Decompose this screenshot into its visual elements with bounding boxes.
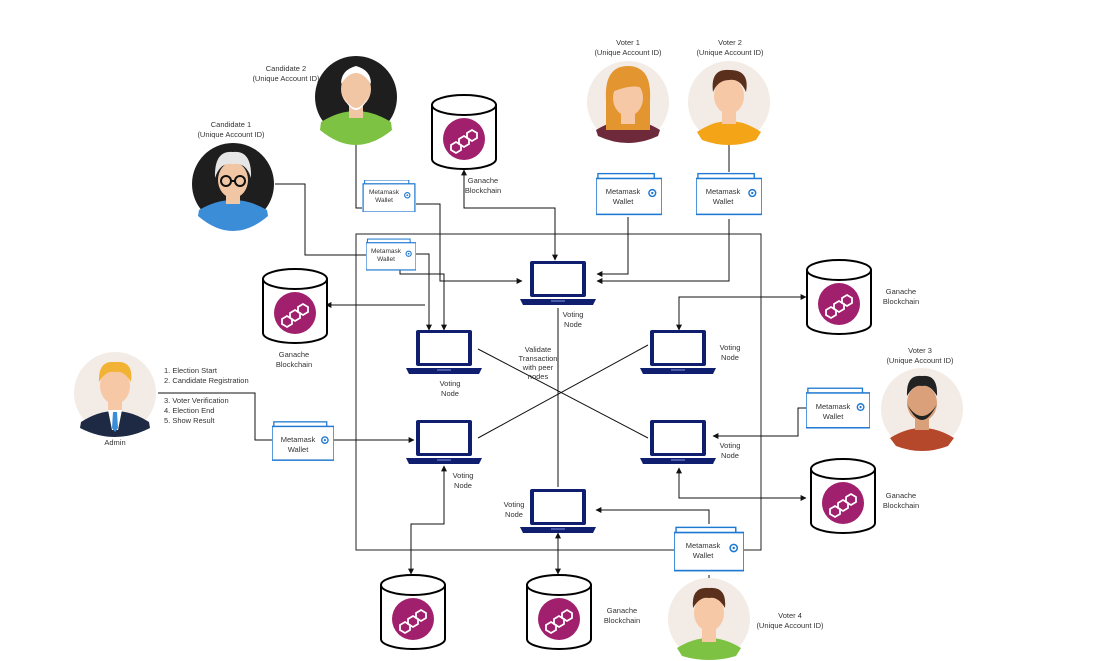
connector-chain-right-node [676,294,807,331]
label-candidate-2: Candidate 2(Unique Account ID) [252,64,320,83]
voting-node-left-lower [406,420,482,464]
voting-node-top [520,261,596,305]
label-admin: Admin [104,438,126,447]
avatar-voter-3 [881,368,963,451]
label-voter-3: Voter 3(Unique Account ID) [886,346,954,365]
admin-step-5: 5. Show Result [164,416,215,425]
ganache-blockchain-right-upper [806,259,872,335]
voting-node-right-lower [640,420,716,464]
connector-c1-wallet-node-a [414,253,432,331]
connector-admin-wallet [158,392,272,441]
connector-c1-wallet [275,183,366,256]
ganache-blockchain-left [262,268,328,344]
label-candidate-1: Candidate 1(Unique Account ID) [197,120,265,139]
connector-chain-right-bottom [676,467,807,501]
avatar-candidate-1 [192,143,274,231]
admin-step-4: 4. Election End [164,406,215,415]
connector-v4-wallet-node [595,507,710,524]
ganache-blockchain-top [431,94,497,170]
avatar-voter-2 [688,61,770,145]
connector-node-left-chain [408,465,447,575]
connector-c1-wallet-node-b [399,264,447,331]
connector-v1-top-node [596,217,629,277]
connector-c2-to-top-node [416,203,523,284]
connector-v2-wallet-top-node [596,219,730,284]
label-voter-4: Voter 4(Unique Account ID) [756,611,824,630]
avatar-candidate-2 [315,56,397,145]
connector-diagonal-a [477,348,649,439]
ganache-blockchain-right-lower [810,458,876,534]
admin-step-1: 1. Election Start [164,366,217,375]
voting-node-left-upper [406,330,482,374]
avatar-voter-1 [587,61,669,143]
ganache-blockchain-bottom [526,574,592,650]
connector-diagonal-b [477,344,649,439]
connector-c2-wallet [355,138,362,209]
connector-v3-wallet-node [712,407,806,439]
avatar-voter-4 [668,578,750,660]
ganache-blockchain-bottom-left [380,574,446,650]
connector-chain-top-node [461,169,558,261]
admin-step-3: 3. Voter Verification [164,396,229,405]
admin-step-2: 2. Candidate Registration [164,376,249,385]
label-voter-1: Voter 1(Unique Account ID) [594,38,662,57]
voting-node-right-upper [640,330,716,374]
admin-steps: 1. Election Start 2. Candidate Registrat… [164,366,274,426]
avatar-admin [74,352,156,437]
connectors [158,138,807,578]
label-voter-2: Voter 2(Unique Account ID) [696,38,764,57]
